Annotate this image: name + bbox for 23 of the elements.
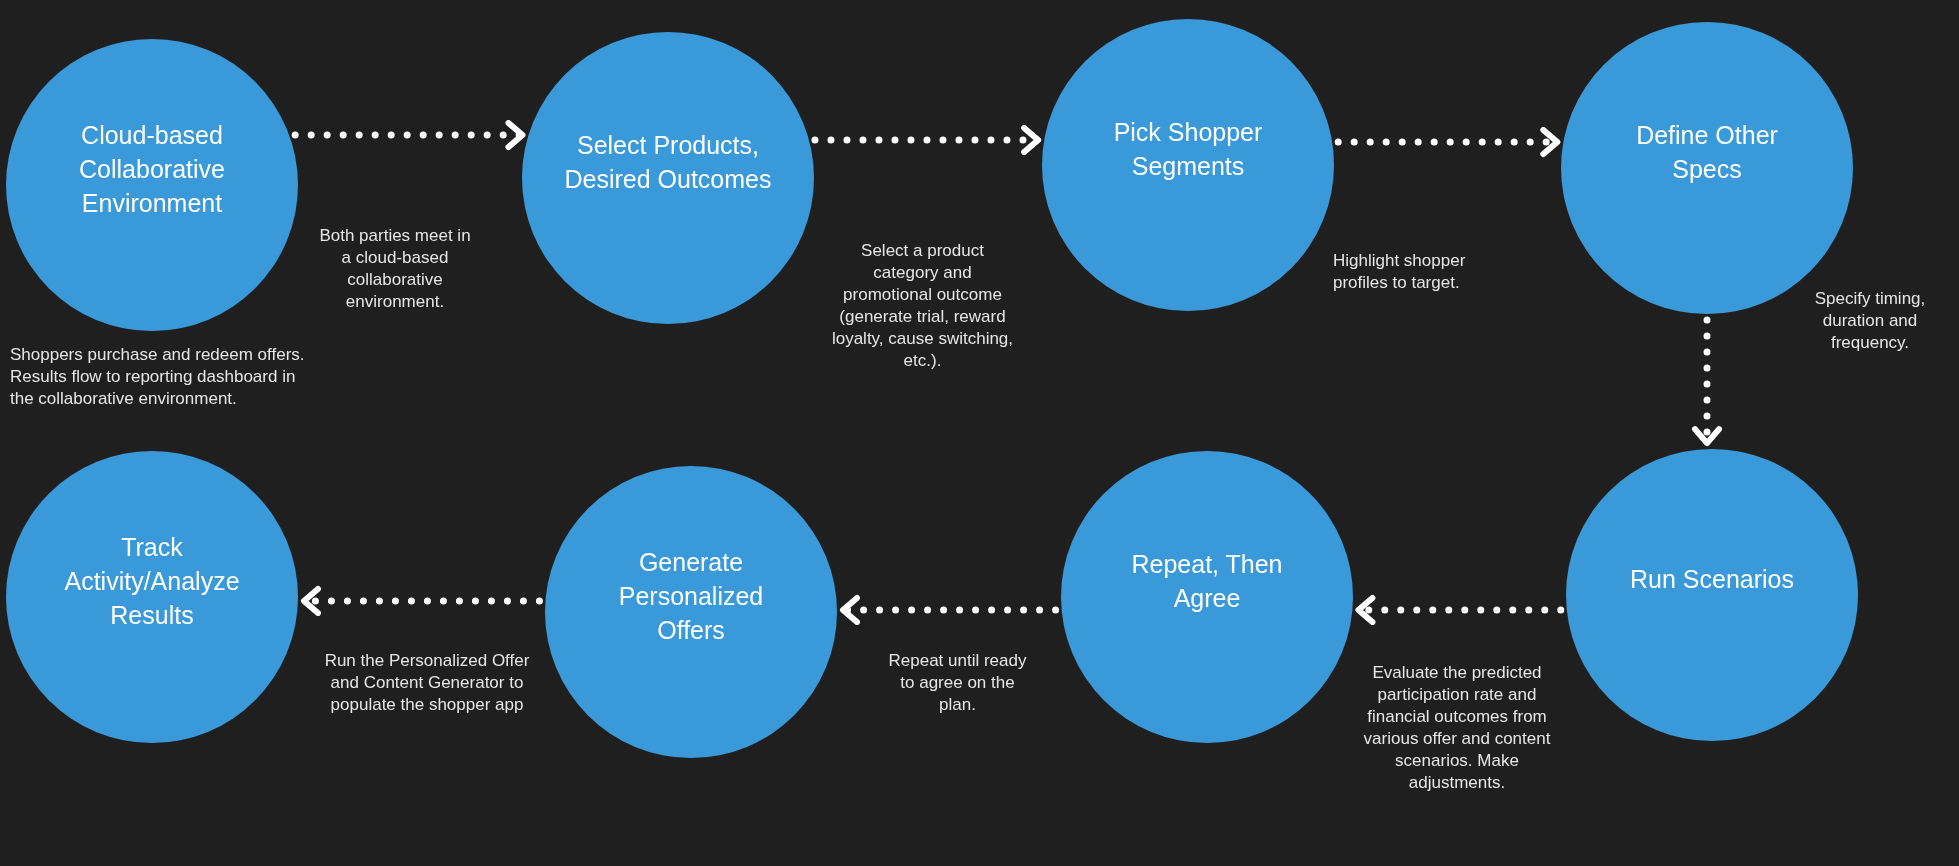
dotted-arrow <box>1692 316 1722 447</box>
step-title: Repeat, Then Agree <box>1130 549 1284 614</box>
step-description: Evaluate the predicted participation rate and financial outcomes from various offer and content scenarios. Make adjustments. <box>1362 662 1552 795</box>
step-description: Repeat until ready to agree on the plan. <box>887 650 1028 717</box>
step-title: Pick Shopper Segments <box>1112 117 1264 182</box>
dotted-arrow <box>839 595 1060 625</box>
dotted-arrow <box>300 586 543 616</box>
step-description: Specify timing, duration and frequency. <box>1813 288 1927 355</box>
dotted-arrow <box>811 125 1042 155</box>
step-description: Highlight shopper profiles to target. <box>1333 250 1467 295</box>
step-title: Run Scenarios <box>1630 564 1794 596</box>
dotted-arrow <box>1334 127 1561 157</box>
step-title: Track Activity/Analyze Results <box>63 532 241 631</box>
dotted-arrow <box>291 120 526 150</box>
step-title: Cloud-based Collaborative Environment <box>78 120 226 219</box>
step-description: Both parties meet in a cloud-based collaborative environment. <box>318 225 472 314</box>
step-title: Select Products, Desired Outcomes <box>563 130 773 195</box>
step-title: Define Other Specs <box>1635 120 1779 185</box>
step-description: Select a product category and promotional outcome (generate trial, reward loyalty, cause switching, etc.). <box>830 240 1015 373</box>
step-title: Generate Personalized Offers <box>617 547 765 646</box>
dotted-arrow <box>1354 595 1565 625</box>
note-text: Shoppers purchase and redeem offers. Results flow to reporting dashboard in the collaborative environment. <box>10 344 306 411</box>
step-description: Run the Personalized Offer and Content Generator to populate the shopper app <box>323 650 531 717</box>
